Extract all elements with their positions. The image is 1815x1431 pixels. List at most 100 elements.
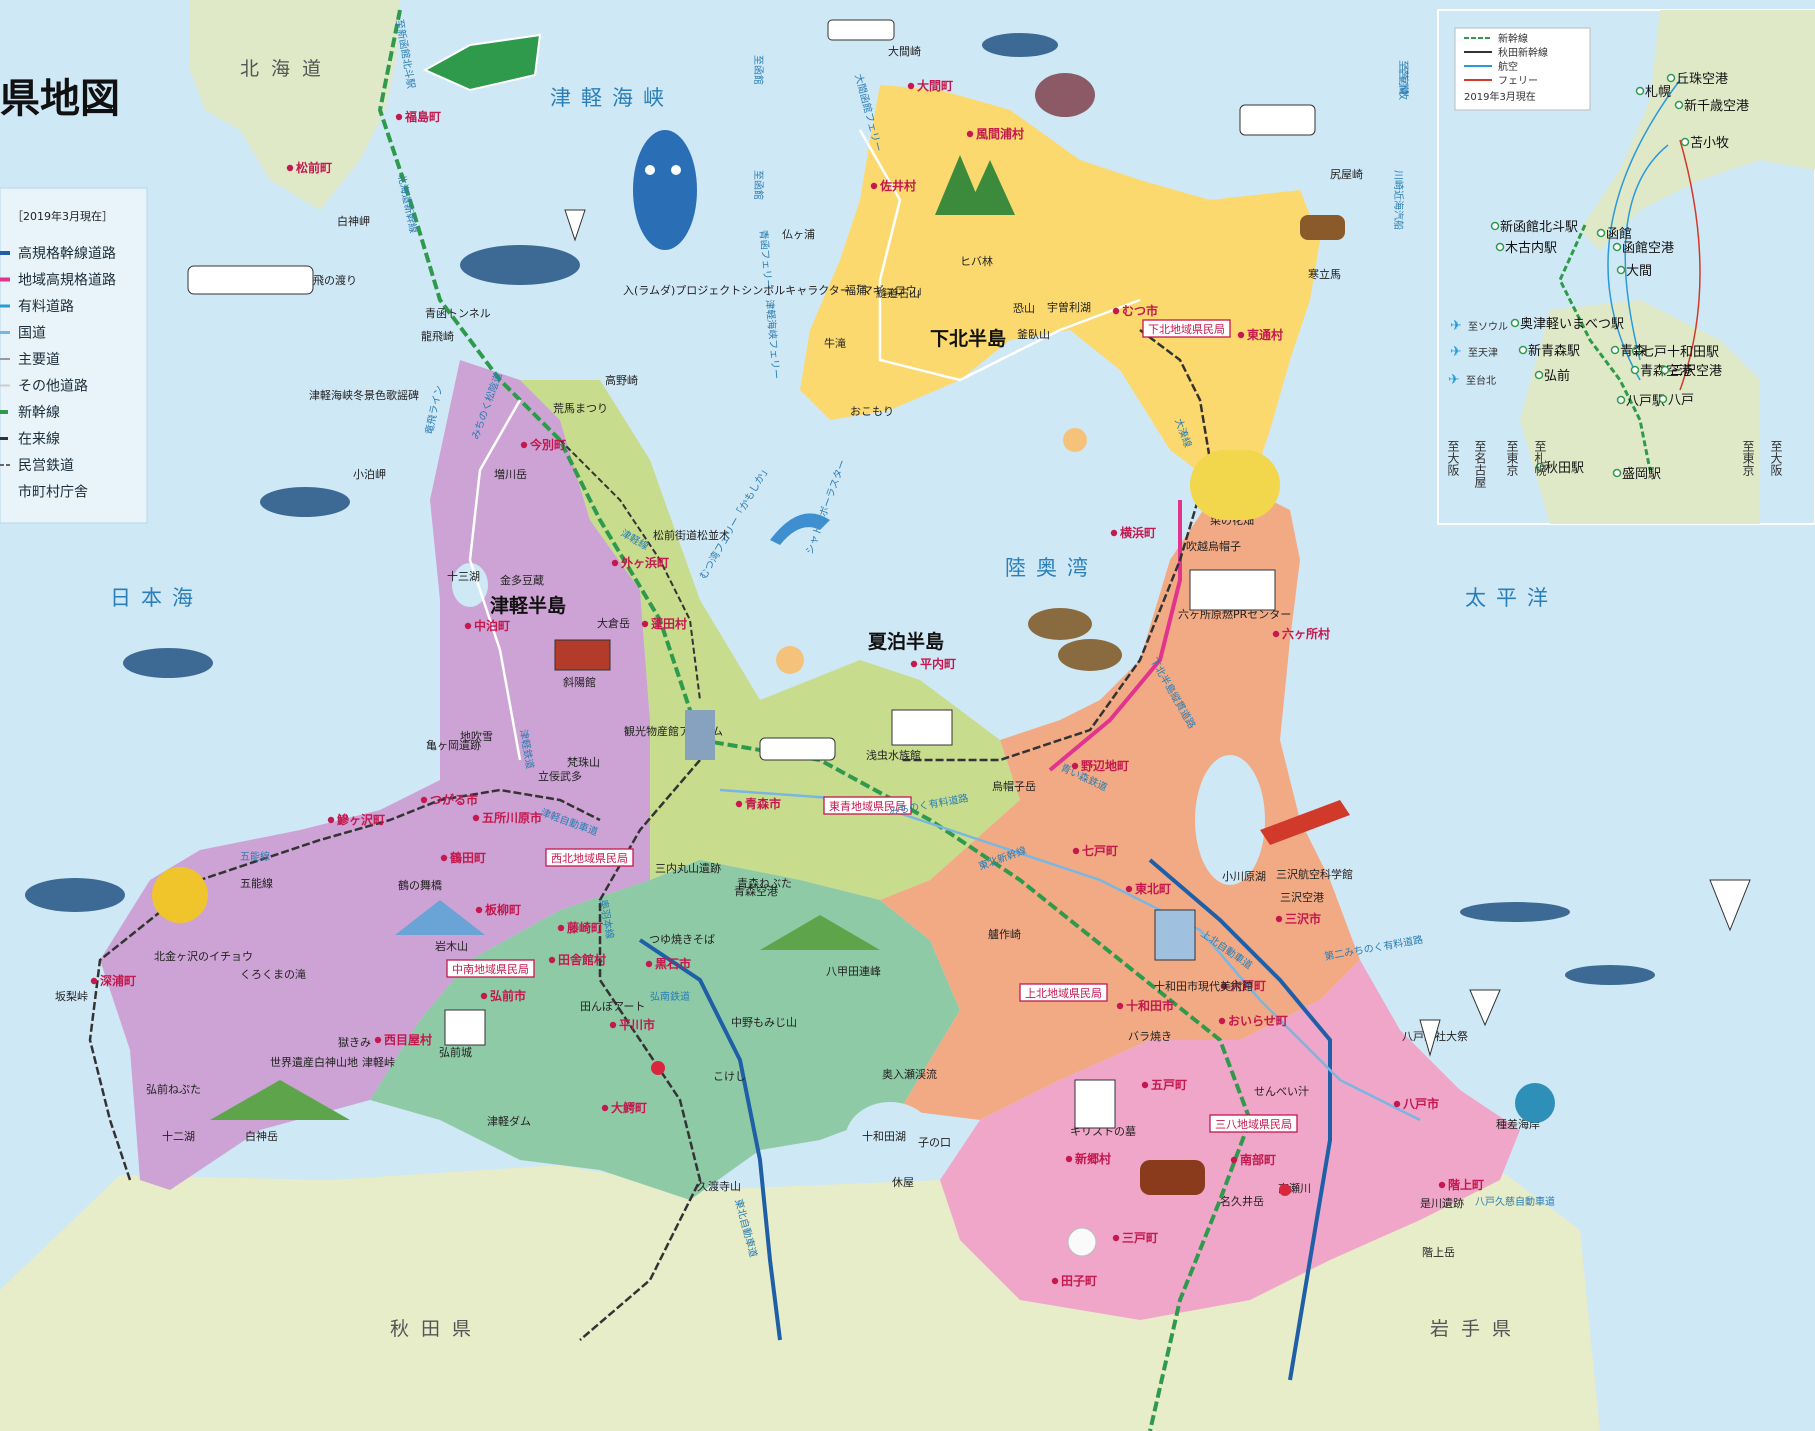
land-akita [0, 1165, 940, 1431]
place-label: バラ焼き [1128, 1030, 1172, 1043]
cow-icon [1140, 1160, 1205, 1195]
inset-station-dot [1510, 318, 1520, 328]
town-label: 田舎館村 [558, 952, 606, 967]
inset-station-dot [1660, 365, 1670, 375]
town-label: 平川市 [619, 1017, 655, 1032]
place-label: 小川原湖 [1222, 870, 1266, 883]
place-label: 休屋 [892, 1176, 914, 1189]
tuna-icon [460, 245, 580, 285]
place-label: 高野崎 [605, 373, 638, 387]
inset-air-line-2 [1607, 79, 1681, 381]
place-label: 龍飛崎 [421, 329, 454, 343]
place-label: 弘前城 [439, 1045, 472, 1059]
place-label: 大間崎 [888, 44, 921, 58]
town-office-dot [440, 854, 448, 862]
label-natsudomari: 夏泊半島 [868, 630, 944, 653]
tuna-icon-4 [25, 878, 125, 912]
town-office-dot [1112, 1234, 1120, 1242]
town-label: むつ市 [1122, 303, 1158, 318]
inset-legend-item: 秋田新幹線 [1498, 46, 1548, 59]
inset-station-dot [1518, 345, 1528, 355]
inset-station-dot [1535, 462, 1545, 472]
label-shimokita: 下北半島 [930, 327, 1006, 350]
town-office-dot [1237, 331, 1245, 339]
town-office-dot [548, 956, 556, 964]
regional-office: 三八地域県民局 [1209, 1114, 1298, 1133]
place-label: 大倉岳 [597, 616, 630, 630]
place-label: 烏帽子岳 [992, 779, 1036, 793]
town-label: 平内町 [920, 656, 956, 671]
flounder-icon [1028, 608, 1092, 640]
airplane-icon: ✈ [1450, 344, 1462, 360]
town-label: 今別町 [529, 437, 566, 452]
inset-station-dot [1631, 346, 1641, 356]
regional-office-box [1019, 983, 1108, 1002]
town-office-dot [464, 622, 472, 630]
legend-item: 在来線 [18, 432, 60, 448]
inset-station-label: 木古内駅 [1505, 240, 1557, 256]
ferry-icon [187, 265, 314, 295]
inset-station-label: 盛岡駅 [1622, 467, 1661, 482]
place-label: 弘前ねぷた [146, 1082, 201, 1096]
town-office-dot [910, 660, 918, 668]
place-label: 津軽海峡冬景色歌謡碑 [309, 388, 419, 402]
town-office-dot [1065, 1155, 1073, 1163]
place-label: 釜臥山 [1017, 327, 1050, 341]
town-office-dot [1272, 630, 1280, 638]
town-label: 深浦町 [100, 973, 136, 988]
place-label: 十和田湖 [862, 1129, 906, 1143]
inset-station-label: 秋田駅 [1545, 461, 1584, 476]
place-label: 白神岬 [337, 214, 370, 228]
place-label: くろくまの滝 [240, 968, 306, 981]
inset-destination: 至大阪 [1446, 440, 1460, 477]
rail-ominato [900, 329, 1212, 762]
town-label: 板柳町 [485, 902, 521, 917]
town-label: 佐井村 [879, 178, 916, 193]
place-label: 八甲田連峰 [826, 964, 881, 978]
inset-station-label: 八戸 [1668, 393, 1694, 408]
legend-item: 高規格幹線道路 [18, 245, 116, 262]
inset-station-label: 大間 [1626, 264, 1652, 279]
town-label: 蓬田村 [651, 616, 687, 631]
place-label: 津軽ダム [487, 1114, 531, 1128]
place-label: 世界遺産白神山地 [270, 1055, 358, 1069]
route-label: 至函館 [752, 170, 765, 200]
route-label: 弘南鉄道 [650, 990, 690, 1003]
shayokan-icon [554, 639, 611, 671]
cruise-ship-icon [759, 737, 836, 761]
land-nishikita [100, 360, 650, 1190]
inset-station-dot [1490, 221, 1500, 231]
lake-ogawara [1195, 755, 1265, 885]
town-label: 横浜町 [1120, 525, 1156, 540]
regional-office: 中南地域県民局 [446, 959, 535, 978]
route-label: 五能線 [240, 850, 270, 863]
museum-icon [1154, 909, 1196, 961]
land-shimokita [800, 85, 1320, 490]
place-label: 青森空港 [734, 884, 778, 898]
route-label: 川崎近海汽船 [1392, 170, 1405, 230]
place-label: 浅虫水族館 [866, 748, 921, 762]
town-label: 田子町 [1061, 1274, 1097, 1288]
inset-station-dot [1680, 137, 1690, 147]
inset-station-label: 函館空港 [1622, 241, 1674, 256]
regional-office-box [1209, 1114, 1298, 1133]
town-office-dot [1141, 1081, 1149, 1089]
town-office-dot [1220, 982, 1228, 990]
regional-office: 上北地域県民局 [1019, 983, 1108, 1002]
rapeseed-field-icon [1190, 450, 1280, 520]
airplane-icon: ✈ [1450, 318, 1462, 334]
mascot-caption: 入(ラムダ)プロジェクトシンボルキャラクター「マギュロウ」 [623, 283, 928, 297]
cherry-icon [1279, 1184, 1291, 1196]
place-label: 三沢航空科学館 [1276, 867, 1353, 881]
town-office-dot [1110, 529, 1118, 537]
inset-station-dot [1610, 345, 1620, 355]
tanesashi-coast-icon [1515, 1083, 1555, 1123]
town-office-dot [907, 82, 915, 90]
place-label: 亀ヶ岡遺跡 [426, 738, 481, 752]
inset-station-label: 七戸十和田駅 [1641, 345, 1719, 360]
legend-item: 市町村庁舎 [18, 484, 88, 501]
town-label: 六戸町 [1230, 978, 1266, 993]
label-tsugaru: 津軽半島 [490, 594, 566, 617]
mascot-magyuro: 入(ラムダ)プロジェクトシンボルキャラクター「マギュロウ」 [623, 130, 928, 297]
inset-station-label: 弘前 [1544, 368, 1570, 384]
